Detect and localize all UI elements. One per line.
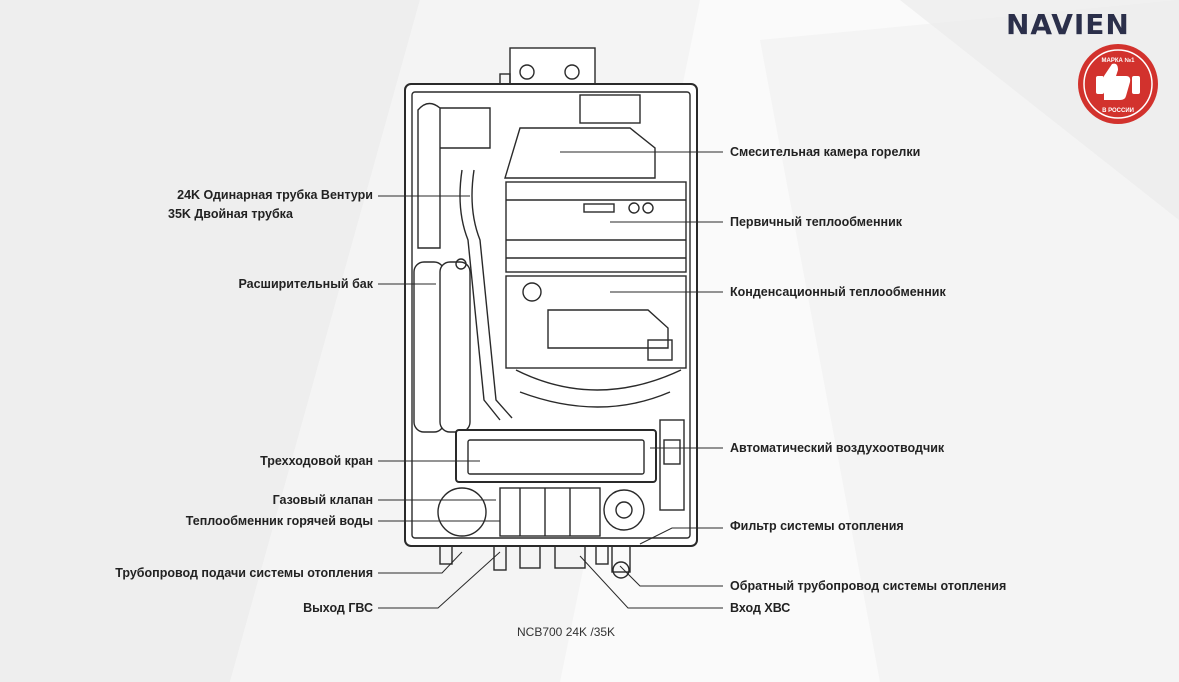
label-expansion-tank: Расширительный бак [238, 277, 373, 291]
brand-logo: NAVIEN [1006, 8, 1130, 41]
svg-text:В РОССИИ: В РОССИИ [1102, 108, 1134, 114]
badge: МАРКА №1 В РОССИИ [1078, 44, 1158, 124]
label-gas-valve: Газовый клапан [272, 493, 373, 507]
label-air-vent: Автоматический воздухоотводчик [730, 441, 945, 455]
label-cold-water-inlet: Вход ХВС [730, 601, 791, 615]
label-venturi-35k: 35K Двойная трубка [168, 207, 293, 221]
label-heating-filter: Фильтр системы отопления [730, 519, 904, 533]
leader-lines [378, 151, 723, 609]
label-primary-heat-exchanger: Первичный теплообменник [730, 215, 903, 229]
label-condensing-heat-exchanger: Конденсационный теплообменник [730, 285, 946, 299]
label-venturi-24k: 24K Одинарная трубка Вентури [177, 188, 373, 202]
label-dhw-heat-exchanger: Теплообменник горячей воды [185, 514, 373, 528]
label-dhw-outlet: Выход ГВС [303, 601, 373, 615]
label-heating-return-pipe: Обратный трубопровод системы отопления [730, 579, 1007, 593]
thumbs-up-icon [1096, 63, 1140, 101]
label-heating-supply-pipe: Трубопровод подачи системы отопления [115, 566, 373, 580]
label-three-way-valve: Трехходовой кран [260, 454, 373, 468]
boiler-drawing [404, 47, 698, 579]
svg-text:МАРКА №1: МАРКА №1 [1101, 57, 1135, 64]
model-caption: NCB700 24K /35K [517, 625, 616, 639]
label-burner-mixing-chamber: Смесительная камера горелки [730, 145, 921, 159]
